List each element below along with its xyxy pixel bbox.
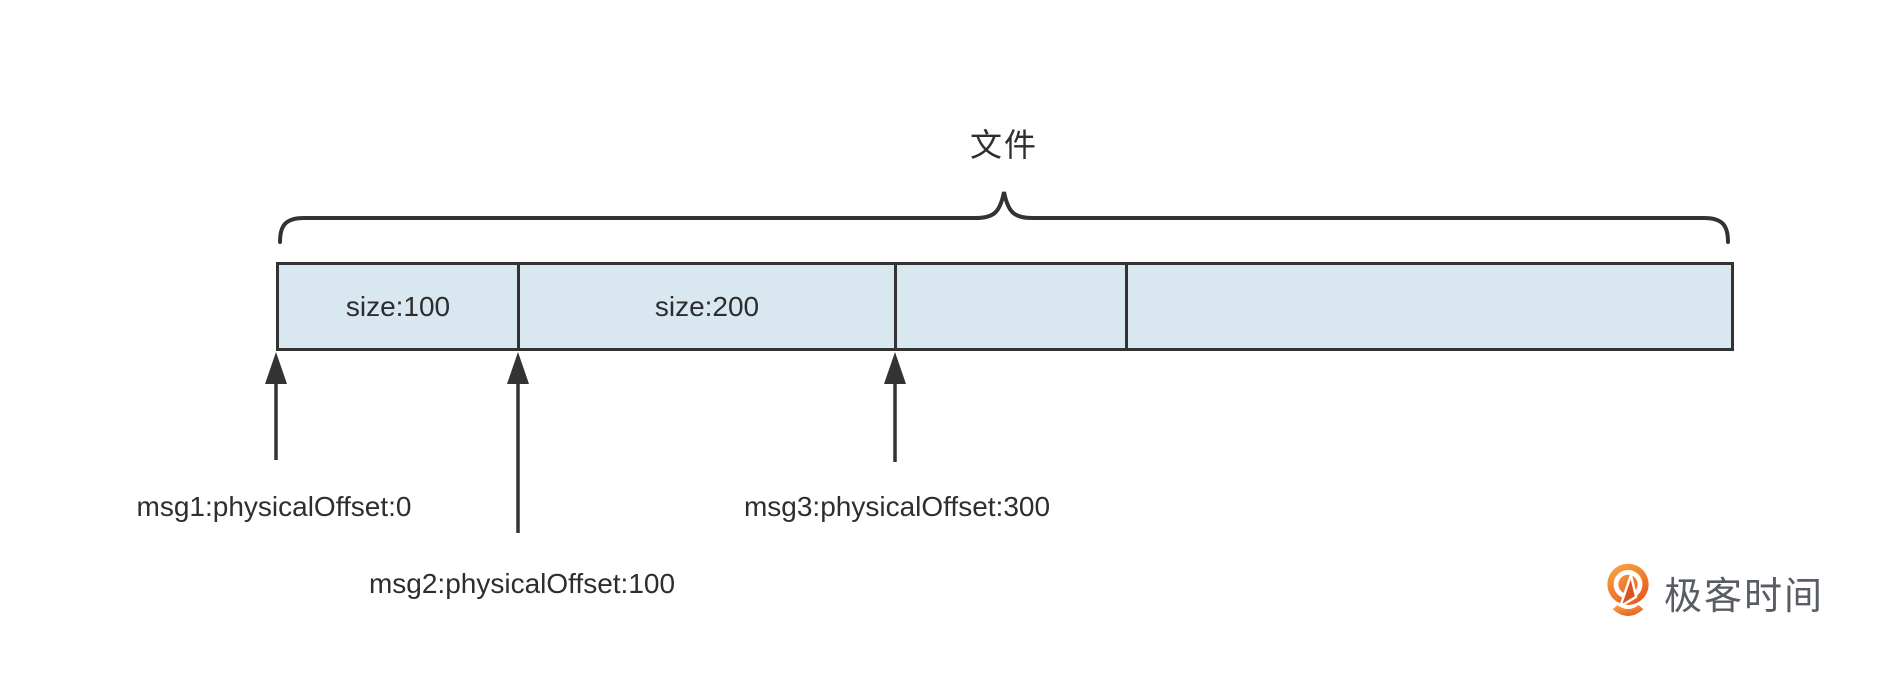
marker-label-msg1: msg1:physicalOffset:0 xyxy=(136,491,412,522)
file-brace xyxy=(278,191,1730,244)
marker-label-msg2: msg2:physicalOffset:100 xyxy=(368,568,676,599)
arrow-msg1 xyxy=(265,352,287,460)
segment-size-label: size:200 xyxy=(654,290,760,322)
bar-segment-2: size:200 xyxy=(520,265,897,348)
segment-size-label: size:100 xyxy=(345,290,451,322)
arrow-msg3 xyxy=(884,352,906,462)
bar-segment-4 xyxy=(1128,265,1731,348)
marker-label-msg3: msg3:physicalOffset:300 xyxy=(743,491,1051,522)
file-title: 文件 xyxy=(969,127,1039,163)
arrow-msg2 xyxy=(507,352,529,533)
bar-segment-3 xyxy=(897,265,1128,348)
geektime-logo: 极客时间 xyxy=(1604,562,1824,623)
file-bar: size:100 size:200 xyxy=(276,262,1734,351)
geektime-logo-text: 极客时间 xyxy=(1664,576,1825,618)
bar-segment-1: size:100 xyxy=(279,265,520,348)
geektime-logo-icon xyxy=(1607,563,1649,617)
